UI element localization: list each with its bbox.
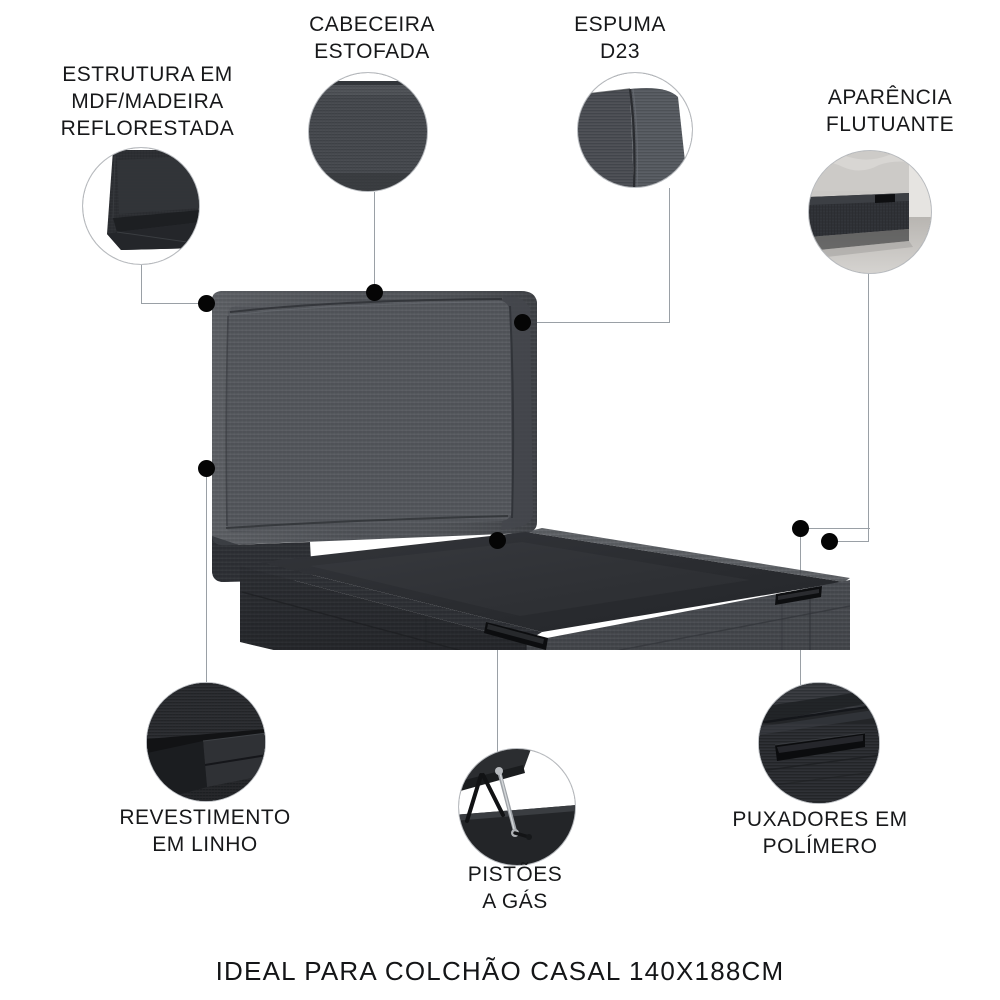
bubble-espuma	[577, 72, 693, 188]
upholstered-headboard-detail-icon	[309, 73, 427, 191]
callout-label-flutuante: APARÊNCIA FLUTUANTE	[825, 86, 955, 136]
polymer-handle-side-icon	[775, 586, 822, 605]
foam-edge-detail-icon	[578, 73, 692, 187]
frame-corner-detail-icon	[83, 148, 199, 264]
callout-label-revestimento: REVESTIMENTO EM LINHO	[119, 806, 291, 856]
headboard-top-seam	[229, 298, 503, 313]
polymer-handle-front-icon	[484, 622, 548, 650]
base-lid-seam-left	[241, 591, 462, 650]
leader-line-puxadores-horizontal	[800, 528, 870, 529]
base-lid-seam-right	[616, 605, 850, 650]
linen-upholstery-detail-icon	[147, 683, 265, 801]
base-rim-left	[240, 562, 542, 642]
bubble-estrutura	[82, 147, 200, 265]
leader-line-espuma-vertical	[669, 188, 670, 323]
bottom-caption: IDEAL PARA COLCHÃO CASAL 140X188CM	[215, 956, 785, 986]
dot-cabeceira	[366, 284, 383, 301]
leader-line-cabeceira-vertical	[374, 192, 375, 293]
headboard-right-seam	[509, 305, 515, 519]
headboard-top-seam-highlight	[229, 301, 503, 316]
callout-label-puxadores: PUXADORES EM POLÍMERO	[732, 808, 908, 858]
headboard-left-seam	[225, 315, 229, 527]
base-side-right-shade	[526, 580, 850, 650]
bubble-flutuante	[808, 150, 932, 274]
bubble-pistoes	[458, 748, 576, 866]
bubble-cabeceira	[308, 72, 428, 192]
product-illustration-bed	[190, 270, 850, 650]
leader-line-estrutura-horizontal	[141, 303, 207, 304]
floating-base-photo-icon	[809, 151, 931, 273]
leader-line-flutuante-horizontal	[829, 541, 869, 542]
polymer-handle-detail-icon	[759, 683, 879, 803]
headboard-cushion-panel	[226, 300, 512, 533]
headboard-bottom-seam	[225, 515, 509, 529]
dot-flutuante	[821, 533, 838, 550]
callout-label-cabeceira: CABECEIRA ESTOFADA	[309, 13, 435, 63]
gas-piston-detail-icon	[459, 749, 575, 865]
dot-pistoes	[489, 532, 506, 549]
dot-revestimento	[198, 460, 215, 477]
callout-label-espuma: ESPUMA D23	[574, 13, 666, 63]
mattress-platform	[260, 532, 844, 632]
dot-estrutura	[198, 295, 215, 312]
bubble-puxadores	[758, 682, 880, 804]
leader-line-estrutura-vertical	[141, 265, 142, 304]
base-side-left-shade	[240, 566, 526, 650]
base-rim-right	[526, 528, 850, 582]
callout-label-estrutura: ESTRUTURA EM MDF/MADEIRA REFLORESTADA	[60, 63, 235, 140]
dot-espuma	[514, 314, 531, 331]
leader-line-flutuante-vertical	[868, 261, 869, 542]
headboard-cushion-shade	[226, 300, 512, 533]
callout-label-pistoes: PISTÕES A GÁS	[467, 863, 563, 913]
leader-line-revestimento-vertical	[206, 468, 207, 684]
bubble-revestimento	[146, 682, 266, 802]
dot-puxadores	[792, 520, 809, 537]
leader-line-espuma-horizontal	[522, 322, 670, 323]
